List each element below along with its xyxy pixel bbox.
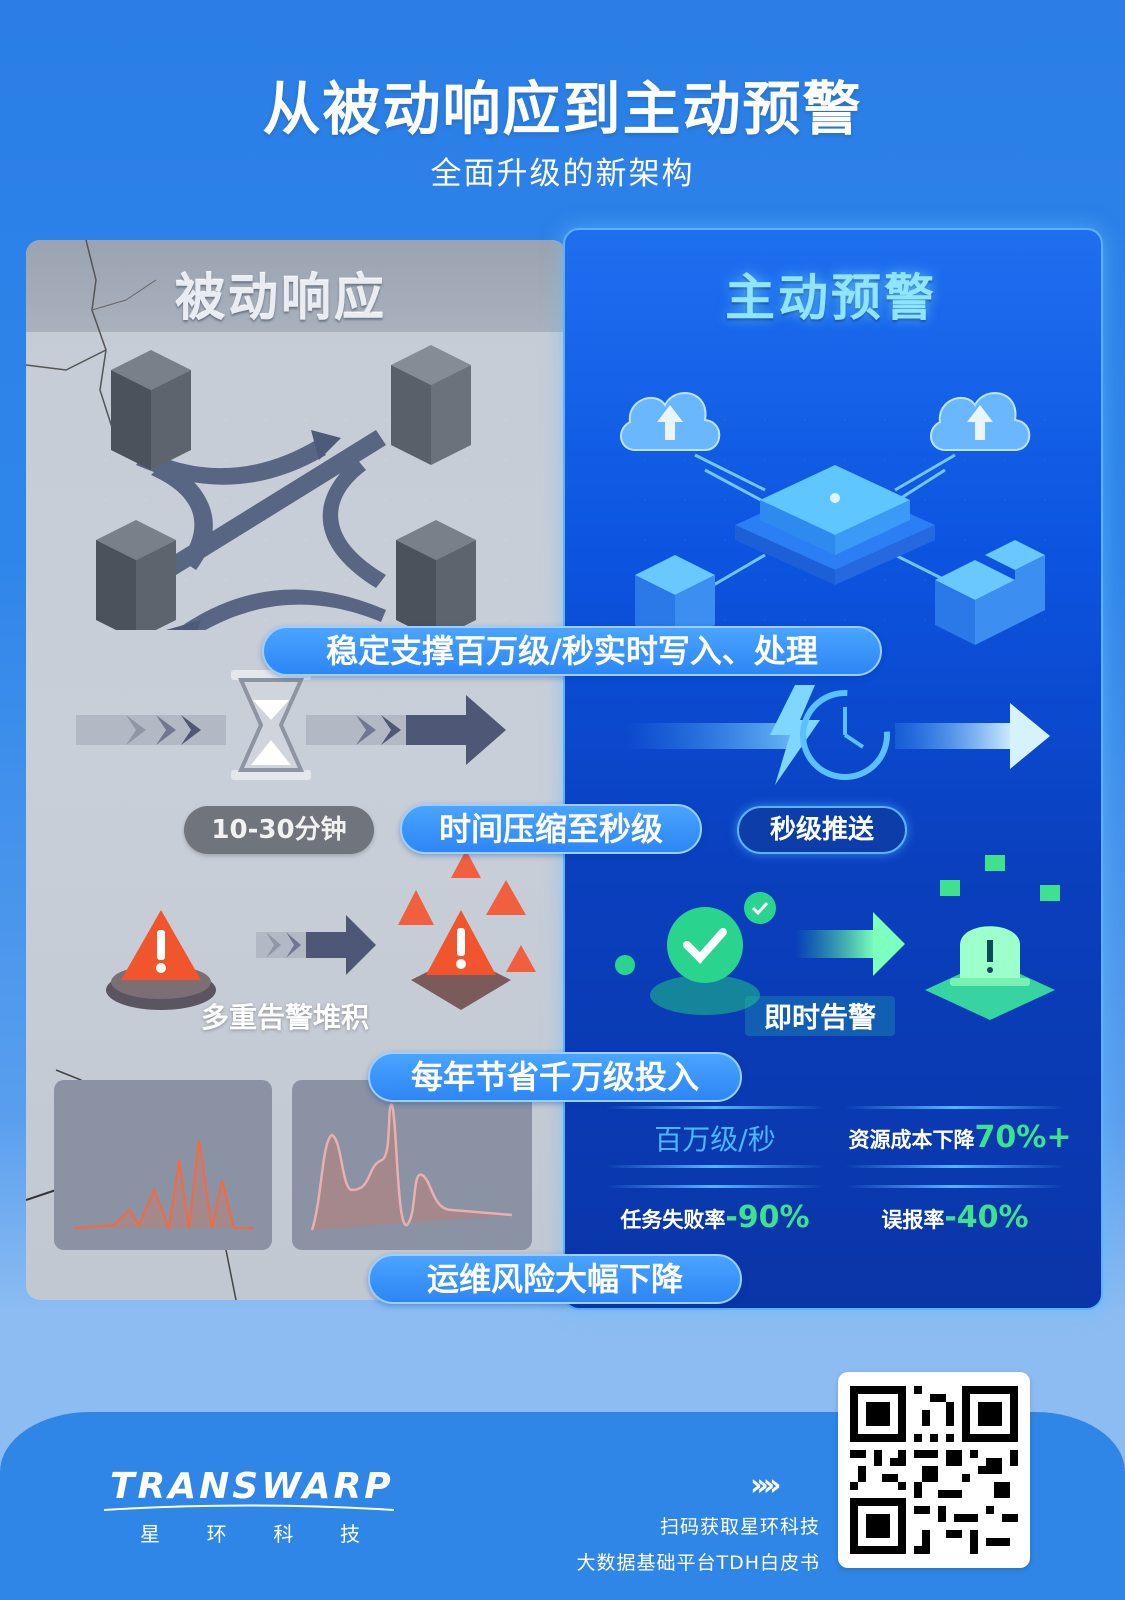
central-server-icon — [735, 465, 935, 585]
cloud-upload-icon — [620, 392, 721, 451]
passive-response-panel — [26, 240, 566, 1300]
stat-throughput: 百万级/秒 — [654, 1123, 776, 1156]
stat-false-alarm-rate: 误报率-40% — [881, 1200, 1029, 1235]
server-icon — [111, 350, 191, 470]
proactive-panel-title: 主动预警 — [725, 269, 937, 327]
server-rack-icon — [935, 540, 1045, 645]
chart-panel-waves — [292, 1080, 532, 1250]
time-badge-slow: 10-30分钟 — [184, 806, 374, 854]
check-circle-icon — [667, 907, 743, 983]
transwarp-logo: TRANSWARP — [110, 1466, 394, 1507]
server-icon — [391, 345, 471, 465]
qr-cta-line2: 大数据基础平台TDH白皮书 — [576, 1552, 820, 1574]
server-network-diagram — [96, 345, 476, 630]
highlight-risk-reduction: 运维风险大幅下降 — [368, 1254, 742, 1304]
proactive-alert-panel: 百万级/秒 资源成本下降70%+ 任务失败率-90% 误报率-40% — [563, 228, 1103, 1310]
lightning-clock-icon — [770, 685, 890, 785]
stat-task-failure-rate: 任务失败率-90% — [620, 1200, 810, 1235]
server-icon — [96, 520, 176, 630]
page-title: 从被动响应到主动预警 — [262, 75, 863, 143]
highlight-throughput: 稳定支撑百万级/秒实时写入、处理 — [262, 626, 882, 676]
highlight-time-compression: 时间压缩至秒级 — [400, 804, 702, 854]
time-badge-fast: 秒级推送 — [737, 806, 907, 854]
divider — [845, 1165, 1065, 1168]
slow-flow-arrow — [76, 670, 506, 780]
page-subtitle: 全面升级的新架构 — [430, 156, 695, 192]
alert-accumulation-diagram — [106, 850, 536, 1010]
hourglass-icon — [231, 670, 311, 780]
cloud-server-diagram — [620, 392, 1045, 645]
warning-icon — [426, 910, 496, 975]
divider — [605, 1185, 825, 1188]
logo-swoosh-icon — [104, 1504, 394, 1511]
instant-alert-diagram — [615, 855, 1060, 1020]
stat-resource-cost: 资源成本下降70%+ — [848, 1120, 1072, 1155]
divider — [845, 1106, 1065, 1109]
qr-code[interactable] — [838, 1372, 1030, 1568]
bell-alert-icon — [950, 926, 1030, 986]
divider — [845, 1185, 1065, 1188]
qr-code-icon — [850, 1386, 1018, 1554]
server-icon — [396, 520, 476, 630]
instant-alert-caption: 即时告警 — [745, 996, 895, 1036]
chart-panel-spikes — [54, 1080, 272, 1250]
panel-header — [26, 240, 566, 332]
chevrons-right-icon: ›››› — [750, 1468, 782, 1503]
divider — [605, 1165, 825, 1168]
check-circle-icon — [744, 892, 776, 924]
passive-panel-title: 被动响应 — [175, 269, 387, 327]
warning-icon — [121, 910, 201, 980]
cloud-upload-icon — [930, 392, 1031, 451]
fast-flow-arrow — [625, 685, 1050, 785]
divider — [605, 1106, 825, 1109]
check-circle-icon — [615, 955, 635, 975]
highlight-cost-savings: 每年节省千万级投入 — [368, 1052, 742, 1102]
alert-accumulation-caption: 多重告警堆积 — [200, 1001, 369, 1034]
qr-cta-line1: 扫码获取星环科技 — [659, 1516, 820, 1538]
logo-chinese-name: 星 环 科 技 — [140, 1522, 360, 1546]
